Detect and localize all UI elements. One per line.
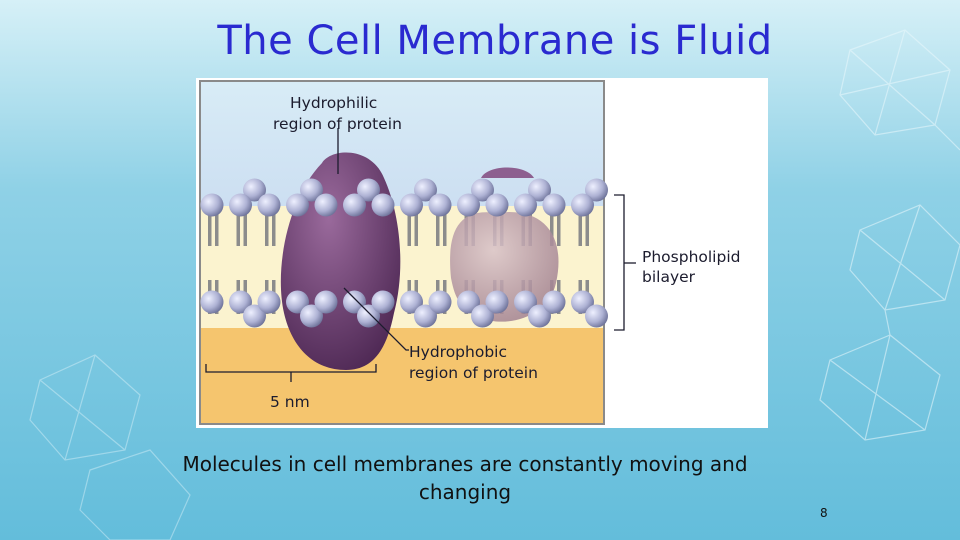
lipid-tail xyxy=(443,212,447,246)
phospholipid-head xyxy=(571,193,594,217)
hydrophilic-label-line2: region of protein xyxy=(273,115,402,133)
phospholipid-head xyxy=(229,290,252,314)
phospholipid-head xyxy=(457,193,480,217)
phospholipid-label-line2: bilayer xyxy=(642,268,696,286)
phospholipid-head xyxy=(485,193,509,217)
phospholipid-head xyxy=(357,178,380,202)
cytoplasm-region xyxy=(201,328,603,423)
phospholipid-head xyxy=(243,178,266,202)
phospholipid-head xyxy=(485,290,509,314)
phospholipid-head xyxy=(257,193,281,217)
phospholipid-head xyxy=(471,304,494,328)
lipid-tail xyxy=(265,212,269,246)
phospholipid-head xyxy=(314,290,338,314)
phospholipid-head xyxy=(414,304,437,328)
lipid-tail xyxy=(557,212,561,246)
hydrophobic-label-line1: Hydrophobic xyxy=(409,343,507,361)
lipid-tail xyxy=(407,212,411,246)
phospholipid-head xyxy=(400,290,423,314)
page-number: 8 xyxy=(820,506,828,520)
lipid-tail xyxy=(414,212,418,246)
lipid-tail xyxy=(550,212,554,246)
phospholipid-head xyxy=(286,193,309,217)
phospholipid-head xyxy=(200,193,224,217)
phospholipid-head xyxy=(357,304,380,328)
phospholipid-head xyxy=(343,290,366,314)
phospholipid-head xyxy=(200,290,224,314)
membrane-figure: Hydrophilic region of protein Hydrophobi… xyxy=(196,78,768,428)
phospholipid-head xyxy=(514,290,537,314)
phospholipid-head xyxy=(371,290,395,314)
phospholipid-head xyxy=(229,193,252,217)
phospholipid-heads xyxy=(200,178,608,328)
lipid-tail xyxy=(578,212,582,246)
hydrophilic-label-line1: Hydrophilic xyxy=(290,94,377,112)
phospholipid-head xyxy=(428,193,452,217)
phospholipid-head xyxy=(528,178,551,202)
phospholipid-head xyxy=(343,193,366,217)
lipid-tail xyxy=(243,212,247,246)
phospholipid-head xyxy=(542,290,566,314)
phospholipid-head xyxy=(257,290,281,314)
slide-title: The Cell Membrane is Fluid xyxy=(217,18,773,64)
phospholipid-head xyxy=(457,290,480,314)
phospholipid-label-line1: Phospholipid xyxy=(642,248,740,266)
hydrophobic-label-line2: region of protein xyxy=(409,364,538,382)
phospholipid-head xyxy=(286,290,309,314)
phospholipid-head xyxy=(528,304,551,328)
phospholipid-head xyxy=(542,193,566,217)
membrane-diagram: Hydrophilic region of protein Hydrophobi… xyxy=(199,80,740,425)
phospholipid-head xyxy=(514,193,537,217)
phospholipid-head xyxy=(571,290,594,314)
hydrophobic-pointer xyxy=(343,287,409,351)
phospholipid-head xyxy=(585,178,608,202)
phospholipid-head xyxy=(371,193,395,217)
phospholipid-head xyxy=(300,304,323,328)
phospholipid-head xyxy=(243,304,266,328)
slide-caption: Molecules in cell membranes are constant… xyxy=(182,452,748,504)
peripheral-protein xyxy=(481,167,534,178)
lipid-tail xyxy=(585,212,589,246)
phospholipid-head xyxy=(400,193,423,217)
scale-label: 5 nm xyxy=(270,393,310,411)
phospholipid-head xyxy=(300,178,323,202)
phospholipid-head xyxy=(428,290,452,314)
phospholipid-head xyxy=(471,178,494,202)
lipid-tail xyxy=(436,212,440,246)
lipid-tail xyxy=(236,212,240,246)
bilayer-bracket xyxy=(614,194,625,331)
lipid-tail xyxy=(208,212,212,246)
phospholipid-head xyxy=(314,193,338,217)
phospholipid-head xyxy=(414,178,437,202)
lipid-tail xyxy=(215,212,219,246)
phospholipid-head xyxy=(585,304,608,328)
lipid-tail xyxy=(272,212,276,246)
